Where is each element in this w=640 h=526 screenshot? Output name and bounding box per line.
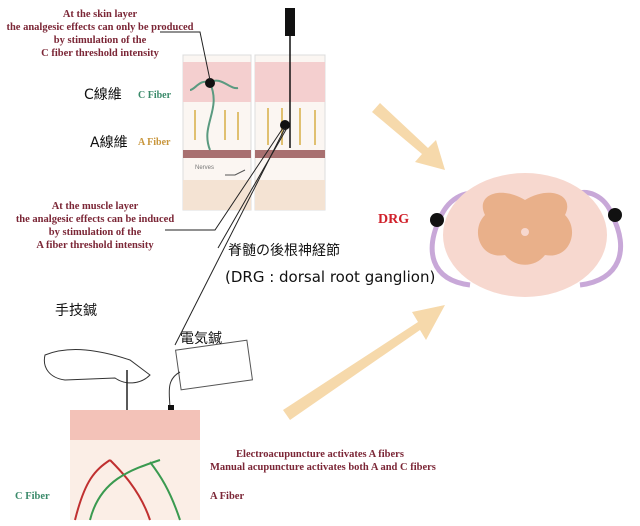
muscle-layer-note: At the muscle layer the analgesic effect… bbox=[5, 200, 185, 252]
note-line: by stimulation of the bbox=[48, 227, 142, 238]
note-line: At the skin layer bbox=[62, 9, 138, 20]
skin-layer-note: At the skin layer the analgesic effects … bbox=[0, 8, 200, 60]
bottom-a-fiber-label: A Fiber bbox=[210, 491, 245, 502]
c-fiber-label: C Fiber bbox=[138, 90, 172, 101]
a-fiber-label: A Fiber bbox=[138, 137, 171, 148]
note-line: the analgesic effects can be induced bbox=[15, 214, 175, 225]
c-fiber-jp-label: C線維 bbox=[84, 87, 122, 103]
skin-panel-left bbox=[182, 54, 252, 211]
muscle-point-marker bbox=[280, 120, 290, 130]
note-line: Electroacupuncture activates A fibers bbox=[236, 449, 404, 460]
needle bbox=[285, 8, 295, 148]
note-line: the analgesic effects can only be produc… bbox=[6, 22, 194, 33]
note-line: Manual acupuncture activates both A and … bbox=[210, 462, 436, 473]
drg-label: DRG bbox=[378, 212, 410, 227]
drg-left-marker bbox=[430, 213, 444, 227]
note-line: C fiber threshold intensity bbox=[41, 48, 159, 59]
note-line: A fiber threshold intensity bbox=[36, 240, 154, 251]
nerves-label: Nerves bbox=[195, 165, 215, 171]
drg-jp-label: 脊髄の後根神経節 bbox=[228, 243, 340, 259]
bottom-skin-cross-section bbox=[70, 410, 200, 521]
bottom-c-fiber-label: C Fiber bbox=[15, 491, 50, 502]
note-line: by stimulation of the bbox=[53, 35, 147, 46]
drg-en-label: (DRG : dorsal root ganglion) bbox=[225, 268, 436, 286]
note-line: At the muscle layer bbox=[51, 201, 139, 212]
activation-note: Electroacupuncture activates A fibers Ma… bbox=[210, 448, 436, 474]
arrow-lower bbox=[283, 305, 445, 420]
a-fiber-jp-label: A線維 bbox=[90, 135, 128, 151]
arrow-upper bbox=[372, 103, 445, 170]
electro-acupuncture-label: 電気鍼 bbox=[180, 331, 222, 347]
skin-point-marker bbox=[205, 78, 215, 88]
drg-right-marker bbox=[608, 208, 622, 222]
manual-acupuncture-label: 手技鍼 bbox=[55, 303, 97, 319]
spinal-cord-cross-section bbox=[429, 173, 623, 297]
